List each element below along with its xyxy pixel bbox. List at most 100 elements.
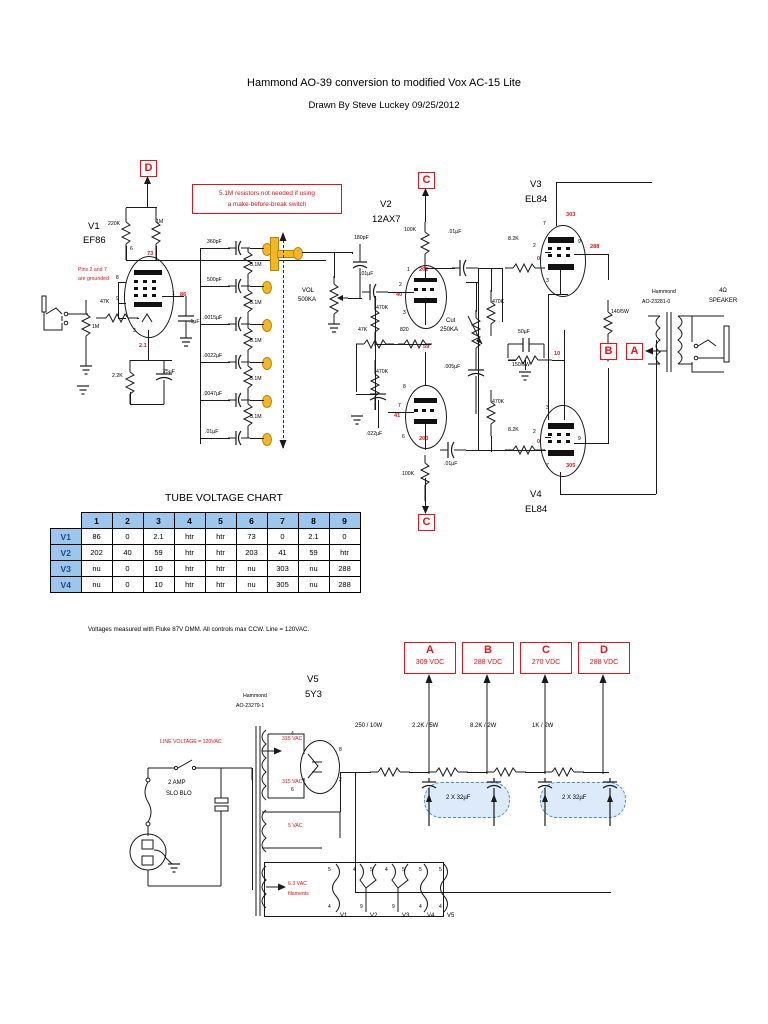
el84-grid-leak-top-label: 470K <box>492 299 505 305</box>
voltage-box-d: D 288 VDC <box>578 642 630 674</box>
psu-resistor-3-label: 8.2K / 2W <box>470 723 497 729</box>
fil-v5-pin-top: 5 <box>439 867 442 873</box>
el84-grid-leak-bot <box>485 390 497 436</box>
ht-winding-wires <box>267 733 305 799</box>
screen-resistor-label: 220K <box>108 221 121 227</box>
v5-rectifier-internals <box>307 753 322 779</box>
fil-v1-pin-bot: 4 <box>328 904 331 910</box>
v2a-output-cap-label: .01µF <box>448 229 462 235</box>
plate-resistor-label: 1M <box>156 219 164 225</box>
fuse-label-2: SLO BLO <box>166 791 192 797</box>
volume-potentiometer[interactable] <box>326 276 348 334</box>
v3-pin2-voltage: 0 <box>537 256 541 262</box>
power-transformer-symbol <box>255 726 267 916</box>
chart-col-4: 4 <box>173 512 206 529</box>
v3-cell-6: nu <box>235 560 268 577</box>
screen-bypass-cap-label: .1µF <box>189 319 200 325</box>
psu-filter-caps-2 <box>537 778 618 826</box>
chart-header-row: 1 2 3 4 5 6 7 8 9 <box>50 512 361 529</box>
tone-switch-travel-indicator <box>283 240 284 448</box>
table-row: V3 nu 0 10 htr htr nu 303 nu 288 <box>50 560 361 577</box>
v2a-grid <box>414 288 437 293</box>
cut-label-1: Cut <box>446 318 456 324</box>
v1-ref: V1 <box>88 221 100 232</box>
tone-switch-contact-5[interactable] <box>262 433 272 446</box>
v3-pin-7: 7 <box>543 221 546 227</box>
bleeder-label-2: 5.1M <box>250 338 262 344</box>
v2a-pin-1: 1 <box>407 267 410 273</box>
v4-pin-2: 2 <box>533 429 536 435</box>
fil-tube-v1: V1 <box>340 913 348 919</box>
chart-col-2: 2 <box>111 512 144 529</box>
el84-grid-resistor-bot-label: 8.2K <box>508 427 519 433</box>
voltage-box-d-id: D <box>600 644 608 656</box>
psu-resistor-2-label: 2.2K / 5W <box>412 723 439 729</box>
tube-voltage-chart: 1 2 3 4 5 6 7 8 9 V1 86 0 2.1 htr htr 73… <box>50 512 361 593</box>
output-transformer-part: AO-23281-0 <box>642 299 671 305</box>
v2-pin6-voltage: 203 <box>419 436 429 442</box>
cut-label-2: 250KA <box>440 327 459 333</box>
v4-pin-3: 3 <box>546 405 549 411</box>
v2-cathode-cap-label: .022µF <box>366 431 383 437</box>
chart-row-label-v4: V4 <box>50 576 82 593</box>
el84-grid-leak-top <box>485 290 497 336</box>
tone-cap-label-5: .01µF <box>205 429 219 435</box>
fil-v4-pin-bot: 4 <box>419 904 422 910</box>
v1-pin-8: 8 <box>116 275 119 281</box>
v2b-grid <box>414 409 437 414</box>
el84-cathode-voltage: 10 <box>554 351 561 357</box>
cut-potentiometer[interactable] <box>467 310 486 354</box>
v2-cell-6: 203 <box>235 544 268 561</box>
marker-d-arrow <box>144 176 151 202</box>
chart-col-3: 3 <box>142 512 175 529</box>
v2-grid-470k-top-label: 470K <box>376 305 389 311</box>
v3-pin9-voltage: 288 <box>590 244 600 250</box>
v2a-pin-3: 3 <box>403 310 406 316</box>
v2-cell-4: htr <box>173 544 206 561</box>
measurement-footnote: Voltages measured with Fluke 87V DMM. Al… <box>88 626 310 633</box>
el84-grid-leak-bot-label: 470K <box>492 399 505 405</box>
el84-cathode-resistor-label: 150/5W <box>512 362 530 368</box>
psu-node-a-arrow <box>425 674 433 774</box>
fil-tube-v2: V2 <box>370 913 378 919</box>
v3-cell-8: nu <box>297 560 330 577</box>
v1-pin3-voltage: 2.1 <box>139 343 147 349</box>
v2a-cathode <box>414 298 437 303</box>
speaker-impedance: 4Ω <box>719 288 727 294</box>
mains-input-circuit[interactable] <box>129 759 268 890</box>
input-shunt-resistor-1m <box>80 300 92 375</box>
tone-switch-contact-4[interactable] <box>262 395 272 408</box>
voltage-box-b-value: 288 VDC <box>473 659 503 666</box>
v1-pin1-voltage: 86 <box>180 292 187 298</box>
psu-node-c-arrow <box>541 674 549 774</box>
marker-c-top: C <box>418 172 435 189</box>
tone-switch-output-contact[interactable] <box>293 247 303 260</box>
input-ground-symbol <box>77 385 89 395</box>
page-title: Hammond AO-39 conversion to modified Vox… <box>247 77 521 89</box>
tone-switch-contact-2[interactable] <box>262 319 272 332</box>
chart-row-label-v2: V2 <box>50 544 82 561</box>
el84-grid-resistor-top-label: 8.2K <box>508 236 519 242</box>
v5-pin-6: 6 <box>291 787 294 793</box>
psu-cap-1-label: 2 X 32µF <box>446 795 471 801</box>
voltage-box-b-id: B <box>484 644 492 656</box>
input-jack[interactable] <box>40 295 100 340</box>
v1-pin-1: 1 <box>172 291 175 297</box>
tone-switch-contact-3[interactable] <box>262 357 272 370</box>
v1-envelope <box>124 256 174 338</box>
v3-pin7-voltage: 303 <box>566 212 576 218</box>
v4-pin7-voltage: 305 <box>566 463 576 469</box>
v4-plate <box>548 423 574 429</box>
v3-pin-3: 3 <box>546 278 549 284</box>
v2b-pin-6: 6 <box>402 434 405 440</box>
tone-switch-contact-1[interactable] <box>262 281 272 294</box>
v2a-plate-resistor-label: 100K <box>404 227 417 233</box>
fuse-label-1: 2 AMP <box>168 780 186 786</box>
v3-pin-2: 2 <box>533 243 536 249</box>
speaker-jack-and-driver[interactable] <box>690 312 736 382</box>
voltage-box-d-value: 288 VDC <box>589 659 619 666</box>
cathode-resistor-label: 2.2K <box>112 373 123 379</box>
v4-pin2-voltage: 0 <box>537 439 541 445</box>
fil-v2-pin-tr: 5 <box>370 867 373 873</box>
tone-cap-label-2: .0015µF <box>203 315 223 321</box>
